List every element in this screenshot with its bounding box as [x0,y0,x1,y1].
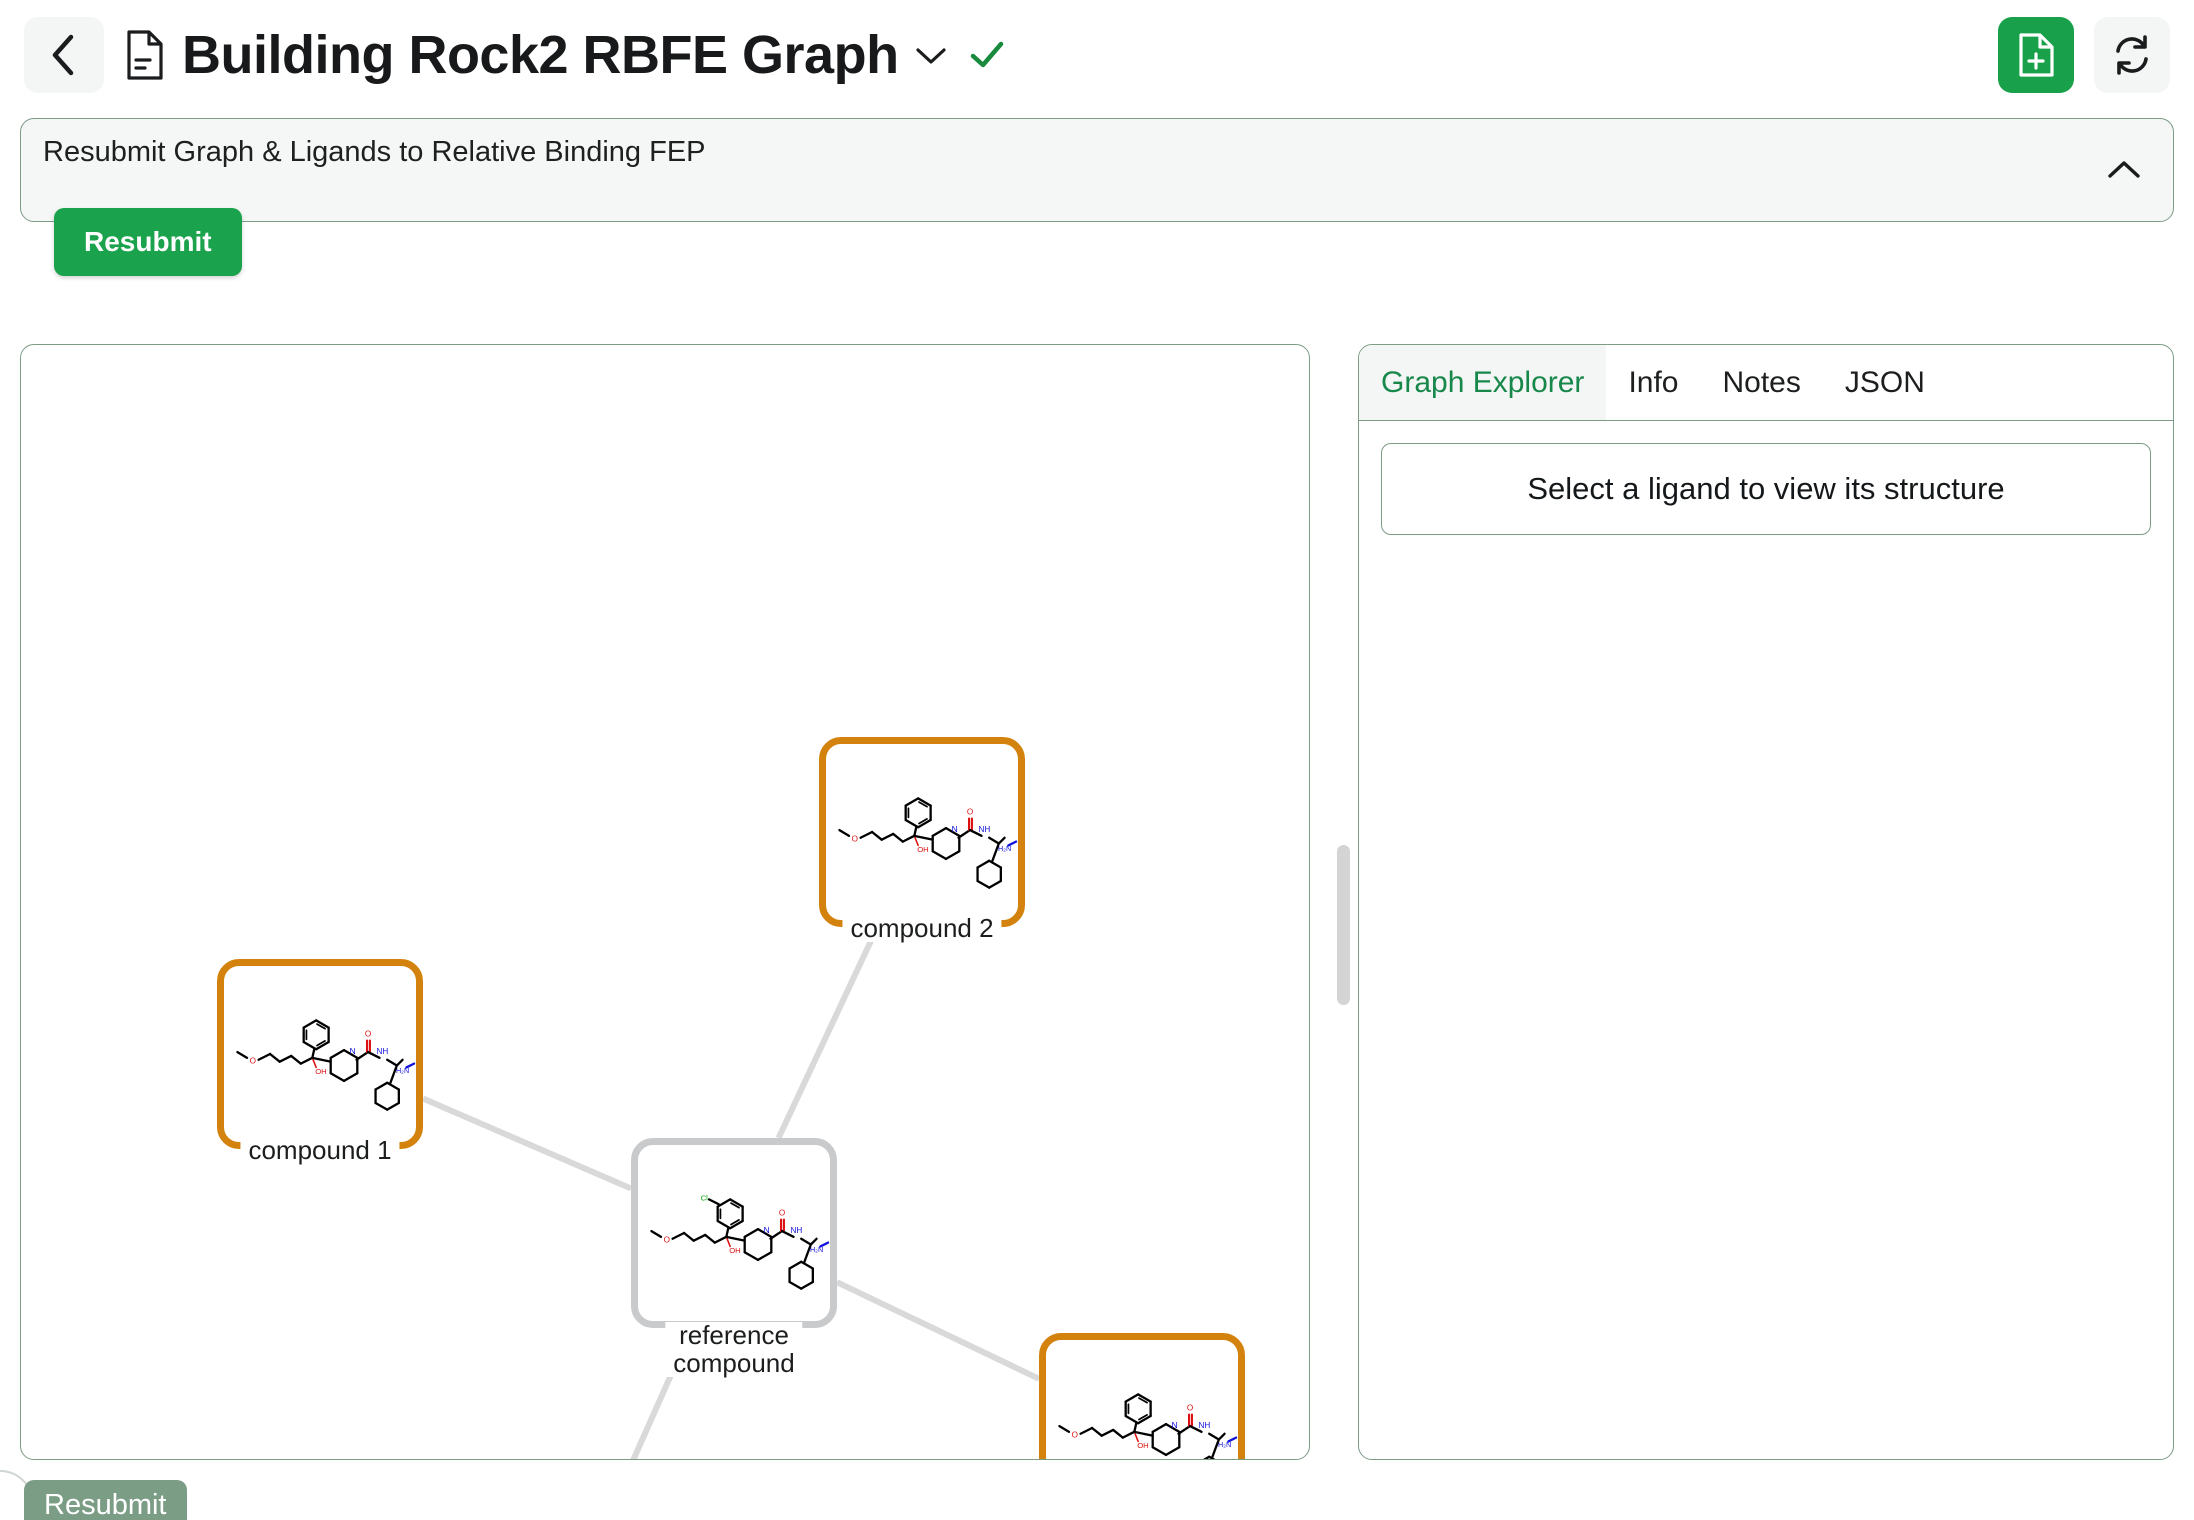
resubmit-button[interactable]: Resubmit [54,208,242,276]
document-plus-icon [2019,33,2054,77]
svg-text:H₂N: H₂N [810,1245,823,1254]
svg-text:N: N [764,1225,770,1235]
svg-text:NH: NH [791,1226,803,1235]
title-dropdown-button[interactable] [913,43,949,67]
refresh-button[interactable] [2094,17,2170,93]
back-button[interactable] [24,17,104,93]
svg-text:Cl: Cl [701,1193,709,1202]
resubmit-banner: Resubmit Graph & Ligands to Relative Bin… [20,118,2174,222]
svg-text:OH: OH [1137,1441,1149,1450]
svg-text:N: N [1172,1420,1178,1430]
tab-notes[interactable]: Notes [1700,345,1822,420]
resubmit-toast: Resubmit [24,1480,187,1520]
page-title: Building Rock2 RBFE Graph [182,25,899,85]
ligand-empty-state: Select a ligand to view its structure [1381,443,2151,535]
panel-resize-handle[interactable] [1337,845,1350,1005]
new-document-button[interactable] [1998,17,2074,93]
graph-node-label: compound 2 [842,914,1002,942]
svg-text:O: O [664,1236,670,1245]
graph-edge[interactable] [421,1095,633,1192]
svg-text:H₂N: H₂N [396,1066,409,1075]
app-header: Building Rock2 RBFE Graph [0,0,2194,110]
svg-text:N: N [350,1046,356,1056]
chevron-up-icon [2108,161,2140,178]
refresh-icon [2116,35,2148,75]
graph-edges [421,925,1041,1459]
svg-text:O: O [365,1030,371,1039]
svg-text:O: O [852,835,858,844]
svg-text:O: O [250,1057,256,1066]
banner-collapse-button[interactable] [2103,149,2145,191]
graph-edge[interactable] [775,925,881,1140]
check-icon [970,41,1003,68]
tab-graph-explorer[interactable]: Graph Explorer [1359,345,1607,420]
chevron-down-icon [915,48,946,64]
svg-text:NH: NH [979,825,991,834]
svg-text:O: O [1187,1404,1193,1413]
svg-text:N: N [952,824,958,834]
document-icon [124,29,166,81]
svg-text:OH: OH [315,1067,327,1076]
svg-text:H₂N: H₂N [998,844,1011,853]
svg-text:O: O [1072,1431,1078,1440]
svg-text:O: O [967,808,973,817]
banner-title: Resubmit Graph & Ligands to Relative Bin… [43,136,706,168]
svg-text:H₂N: H₂N [1218,1440,1231,1449]
tab-json[interactable]: JSON [1823,345,1947,420]
svg-text:OH: OH [917,845,929,854]
svg-text:NH: NH [377,1047,389,1056]
svg-text:O: O [779,1209,785,1218]
chevron-left-icon [52,34,74,76]
status-badge [969,40,1005,70]
svg-text:OH: OH [729,1246,741,1255]
svg-text:NH: NH [1199,1421,1211,1430]
tab-info[interactable]: Info [1606,345,1700,420]
graph-edge[interactable] [835,1279,1041,1382]
graph-node-label: compound 1 [240,1136,400,1164]
